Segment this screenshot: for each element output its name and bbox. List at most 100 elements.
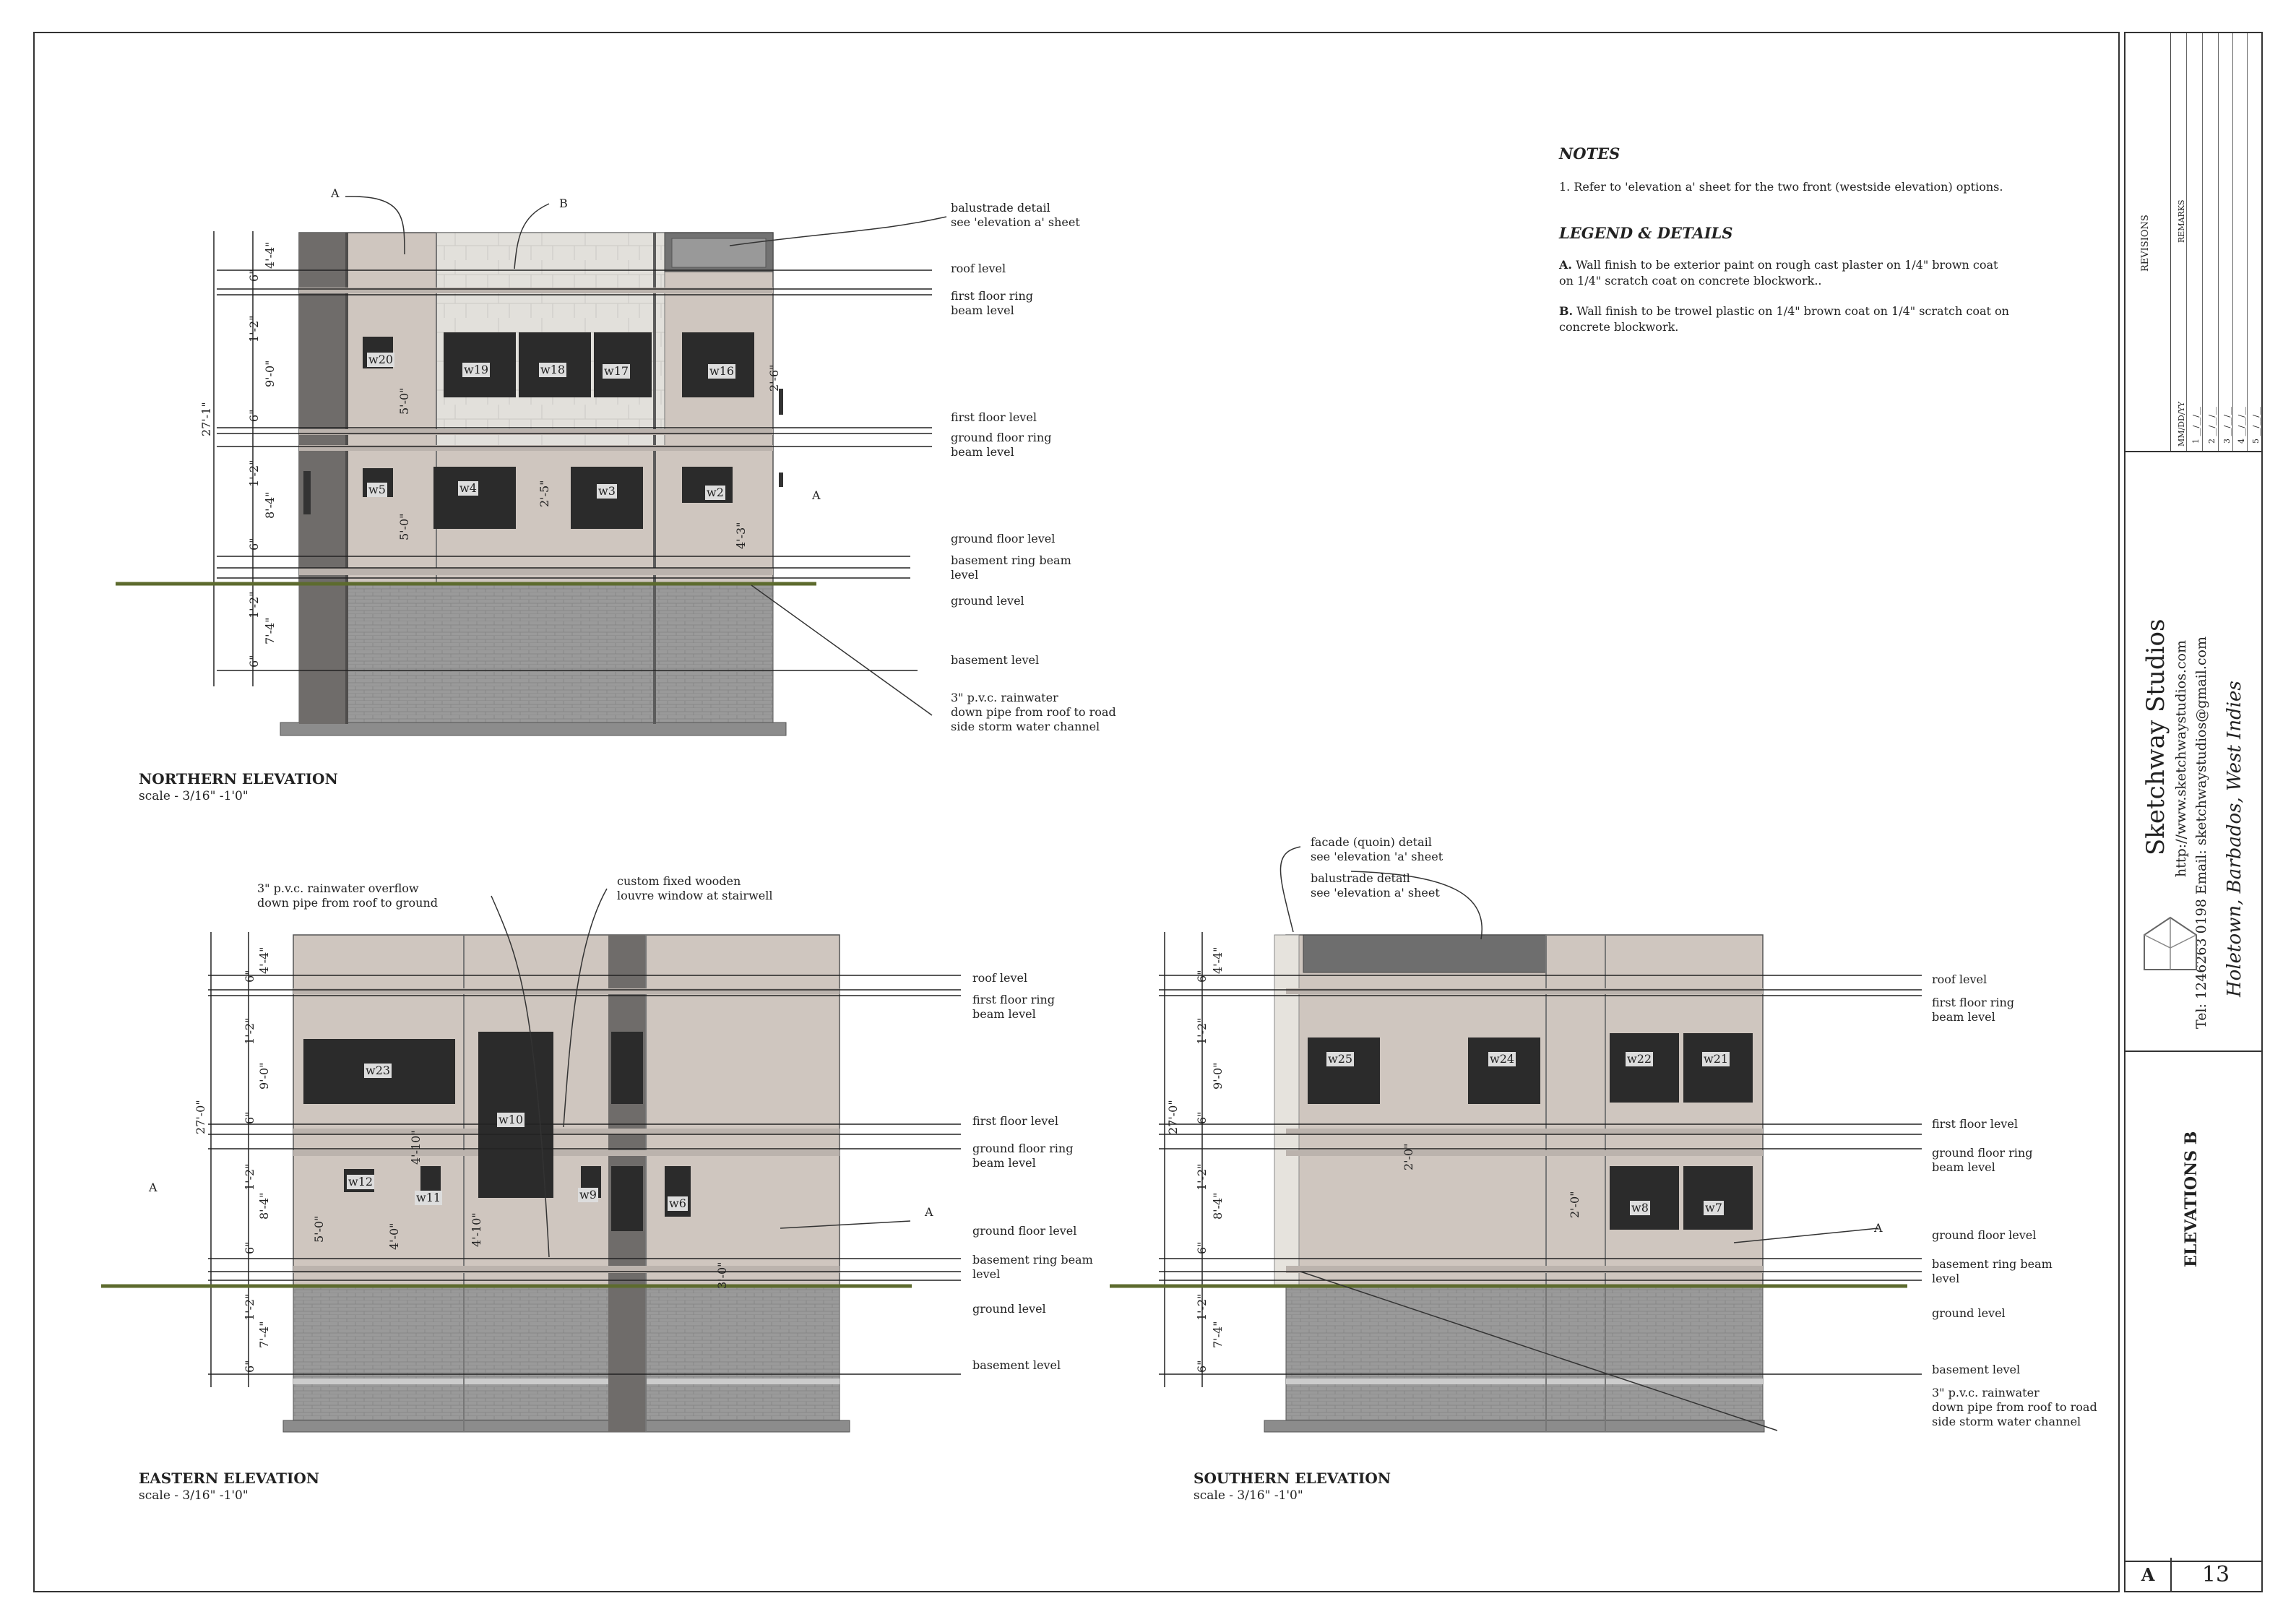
- southern-gf-ring-1: ground floor ring: [1932, 1146, 2033, 1160]
- northern-ff-ring-1: first floor ring: [951, 289, 1034, 303]
- legend-a: A. Wall finish to be exterior paint on r…: [1559, 257, 1998, 289]
- eastern-inner-dim-5: 3'-0": [715, 1261, 729, 1289]
- eastern-louvre-1: custom fixed wooden: [617, 874, 741, 888]
- northern-callout-a: A: [331, 186, 340, 200]
- eastern-ff-ring-2: beam level: [972, 1007, 1036, 1021]
- northern-inner-dim-5: 4'-3": [734, 522, 748, 549]
- northern-dim-3: 1'-2": [247, 315, 261, 342]
- northern-ground-floor-level: ground floor level: [951, 532, 1056, 545]
- northern-inner-dim-3: 2'-6": [767, 364, 781, 392]
- northern-dim-5: 6": [247, 409, 261, 422]
- southern-windows: [1308, 1033, 1753, 1230]
- eastern-dim-6: 1'-2": [243, 1163, 256, 1191]
- rev-2: 2 __/__/__: [2207, 407, 2217, 444]
- northern-pipe-3: side storm water channel: [951, 720, 1100, 733]
- eastern-inner-dim-2: 4'-0": [387, 1222, 401, 1250]
- sheet-number: 13: [2201, 1561, 2230, 1587]
- eastern-basement-level: basement level: [972, 1358, 1061, 1372]
- southern-basement-level: basement level: [1932, 1363, 2021, 1376]
- studio-location: Holetown, Barbados, West Indies: [2224, 681, 2245, 997]
- eastern-dim-10: 7'-4": [257, 1321, 271, 1348]
- revisions-label: REVISIONS: [2140, 215, 2151, 272]
- sheet-title: ELEVATIONS B: [2182, 1131, 2201, 1267]
- southern-facade-1: facade (quoin) detail: [1311, 835, 1432, 849]
- eastern-ground-level: ground level: [972, 1302, 1046, 1316]
- window-w25: w25: [1326, 1052, 1355, 1066]
- title-block: REVISIONS REMARKS MM/DD/YY 1 __/__/__ 2 …: [2124, 32, 2263, 1592]
- southern-dim-7: 8'-4": [1211, 1192, 1225, 1220]
- northern-level-lines: [213, 231, 932, 686]
- eastern-title: EASTERN ELEVATION: [139, 1470, 320, 1487]
- southern-gf-ring: ground floor ring beam level: [1932, 1146, 2032, 1175]
- southern-dim-6: 1'-2": [1195, 1163, 1209, 1191]
- window-w9: w9: [578, 1188, 598, 1202]
- legend-a-text-2: on 1/4" scratch coat on concrete blockwo…: [1559, 274, 1822, 288]
- northern-dim-9: 1'-2": [247, 591, 261, 618]
- northern-ground-level: ground level: [951, 594, 1024, 608]
- eastern-dim-1: 6": [243, 970, 256, 983]
- northern-elevation-drawing: [280, 232, 787, 736]
- window-w3: w3: [597, 484, 617, 499]
- eastern-scale: scale - 3/16" -1'0": [139, 1488, 249, 1503]
- sheet-letter: A: [2125, 1558, 2172, 1591]
- sheet-number-panel: A 13: [2125, 1558, 2261, 1591]
- eastern-callout-a-right: A: [925, 1205, 933, 1219]
- northern-ff-ring: first floor ring beam level: [951, 289, 1033, 318]
- eastern-dim-8: 6": [243, 1241, 256, 1254]
- northern-balustrade-1: balustrade detail: [951, 201, 1050, 215]
- northern-basement-level: basement level: [951, 653, 1040, 667]
- eastern-dim-2: 4'-4": [257, 946, 271, 974]
- southern-roof-level: roof level: [1932, 972, 1988, 986]
- northern-pipe-note: 3" p.v.c. rainwater down pipe from roof …: [951, 691, 1116, 734]
- window-w11: w11: [415, 1191, 443, 1205]
- studio-panel: Sketchway Studios http://www.sketchwayst…: [2125, 451, 2261, 1052]
- northern-roof-level: roof level: [951, 262, 1006, 275]
- eastern-dim-9: 1'-2": [243, 1293, 256, 1321]
- window-w20: w20: [367, 353, 395, 367]
- northern-inner-dim-4: 2'-5": [538, 480, 551, 507]
- southern-pipe-note: 3" p.v.c. rainwater down pipe from roof …: [1932, 1386, 2097, 1429]
- southern-ff-ring-2: beam level: [1932, 1010, 1995, 1024]
- window-w23: w23: [364, 1064, 392, 1078]
- studio-website: http://www.sketchwaystudios.com: [2173, 640, 2189, 877]
- notes-heading: NOTES: [1559, 144, 1620, 163]
- northern-bs-ring-1: basement ring beam: [951, 553, 1071, 567]
- studio-name: Sketchway Studios: [2141, 618, 2170, 855]
- southern-pipe-3: side storm water channel: [1932, 1415, 2081, 1428]
- eastern-gf-ring-1: ground floor ring: [972, 1142, 1074, 1155]
- window-w8: w8: [1630, 1201, 1650, 1215]
- southern-callout-a: A: [1874, 1221, 1883, 1235]
- window-w5: w5: [367, 483, 387, 497]
- southern-ff-ring: first floor ring beam level: [1932, 996, 2014, 1024]
- southern-ground-level: ground level: [1932, 1306, 2006, 1320]
- revisions-grid: [2170, 33, 2262, 451]
- eastern-inner-dim-1: 5'-0": [312, 1215, 326, 1243]
- eastern-louvre-note: custom fixed wooden louvre window at sta…: [617, 874, 772, 903]
- northern-dim-1: 6": [247, 269, 261, 282]
- legend-a-text-1: Wall finish to be exterior paint on roug…: [1576, 258, 1998, 272]
- eastern-ff-ring: first floor ring beam level: [972, 993, 1055, 1022]
- eastern-dim-4: 9'-0": [257, 1062, 271, 1090]
- eastern-gf-ring: ground floor ring beam level: [972, 1142, 1073, 1170]
- northern-dim-8: 6": [247, 538, 261, 551]
- southern-first-floor-level: first floor level: [1932, 1117, 2018, 1131]
- window-w10: w10: [497, 1113, 525, 1127]
- southern-inner-dim-1: 2'-0": [1402, 1143, 1415, 1170]
- eastern-inner-dim-3: 4'-10": [409, 1130, 423, 1165]
- eastern-level-lines: [208, 932, 961, 1387]
- eastern-louvre-2: louvre window at stairwell: [617, 889, 773, 902]
- eastern-bs-ring: basement ring beam level: [972, 1253, 1093, 1282]
- northern-dim-4: 9'-0": [263, 360, 277, 387]
- southern-dim-11: 6": [1195, 1360, 1209, 1373]
- southern-dim-10: 7'-4": [1211, 1321, 1225, 1348]
- eastern-bs-ring-2: level: [972, 1267, 1001, 1281]
- southern-bs-ring: basement ring beam level: [1932, 1257, 2053, 1286]
- legend-heading: LEGEND & DETAILS: [1559, 224, 1733, 242]
- northern-ff-ring-2: beam level: [951, 303, 1014, 317]
- eastern-overflow-note: 3" p.v.c. rainwater overflow down pipe f…: [257, 881, 438, 910]
- sheet-title-panel: ELEVATIONS B: [2125, 1051, 2261, 1562]
- southern-title: SOUTHERN ELEVATION: [1194, 1470, 1391, 1487]
- window-w7: w7: [1704, 1201, 1724, 1215]
- eastern-dim-7: 8'-4": [257, 1192, 271, 1220]
- eastern-overflow-2: down pipe from roof to ground: [257, 896, 439, 910]
